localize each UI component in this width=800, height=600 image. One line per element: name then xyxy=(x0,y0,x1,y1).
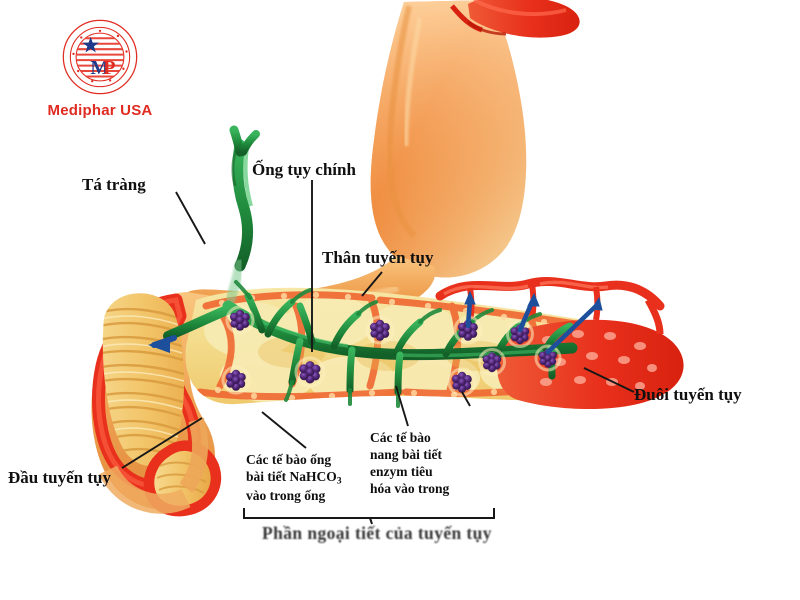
label-duct-cells: Các tế bào ống bài tiết NaHCO3 vào trong… xyxy=(246,452,368,505)
brand-name: Mediphar USA xyxy=(47,102,153,119)
acinar-cells-line-2: nang bài tiết xyxy=(370,446,443,462)
islets-of-langerhans xyxy=(221,305,562,397)
label-pancreas-head: Đầu tuyến tụy xyxy=(8,468,111,487)
leader-duct-cells xyxy=(261,411,307,449)
duodenum-organ xyxy=(91,292,222,517)
leader-head xyxy=(121,417,203,469)
brand-logo: M P Mediphar USA xyxy=(30,18,170,119)
acinar-cells-line-1: Các tế bào xyxy=(370,430,431,445)
duct-cells-line-3: vào trong ống xyxy=(246,487,326,503)
svg-text:P: P xyxy=(103,57,115,79)
duct-cells-line-2: bài tiết NaHCO xyxy=(246,468,337,484)
leader-lines xyxy=(121,180,635,469)
pancreatic-duct-system xyxy=(148,125,578,408)
leader-body xyxy=(361,271,383,297)
pancreas-tail xyxy=(497,319,684,410)
leader-acinar-cells xyxy=(395,385,409,427)
upper-blood-vessels xyxy=(450,0,580,38)
diagram-caption: Phần ngoại tiết của tuyến tụy xyxy=(262,523,492,543)
caption-bracket xyxy=(243,508,495,525)
acinar-cells-line-3: enzym tiêu xyxy=(370,463,433,479)
leader-islet xyxy=(461,391,471,407)
label-main-pancreatic-duct: Ống tụy chính xyxy=(252,160,356,179)
label-acinar-cells: Các tế bào nang bài tiết enzym tiêu hóa … xyxy=(370,430,482,498)
svg-text:M: M xyxy=(90,57,109,79)
label-pancreas-tail: Đuôi tuyến tụy xyxy=(634,385,742,404)
label-pancreas-body: Thân tuyến tụy xyxy=(322,248,434,267)
mediphar-seal-icon: M P xyxy=(61,18,139,96)
leader-tail xyxy=(583,367,635,393)
duct-cells-line-1: Các tế bào ống xyxy=(246,452,332,467)
acinar-cells-line-4: hóa vào trong xyxy=(370,480,450,496)
label-duodenum: Tá tràng xyxy=(82,175,146,194)
hormone-secretion-arrows xyxy=(464,290,603,355)
leader-duodenum xyxy=(175,191,206,245)
duct-cells-subscript: 3 xyxy=(336,475,342,487)
